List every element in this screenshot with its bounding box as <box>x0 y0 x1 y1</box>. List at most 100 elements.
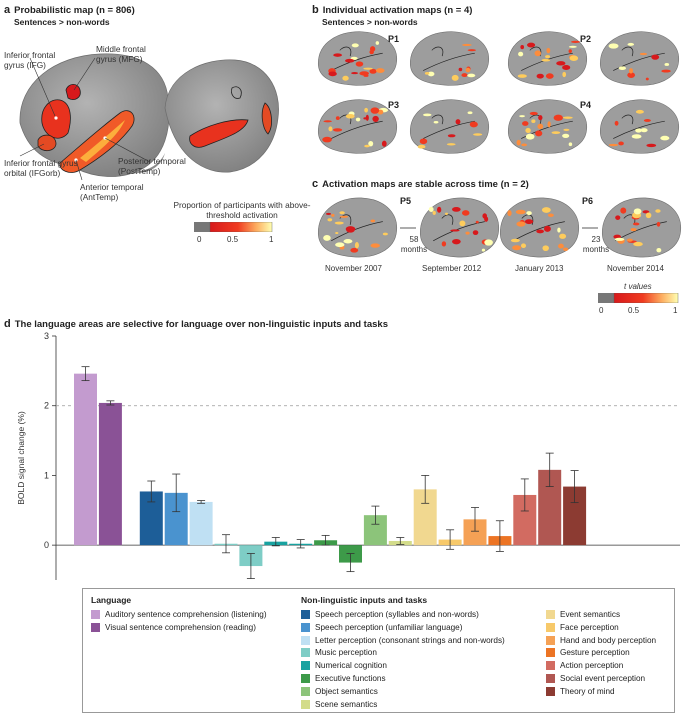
label-ifg: Inferior frontal gyrus (IFG) <box>4 50 56 70</box>
date-3: January 2013 <box>515 264 564 273</box>
label-p3: P3 <box>388 100 400 110</box>
bar <box>538 469 562 546</box>
label-mfg: Middle frontal gyrus (MFG) <box>96 44 146 64</box>
brain-p4-right <box>599 99 679 154</box>
panel-d-title-text: The language areas are selective for lan… <box>14 319 388 330</box>
label-p4: P4 <box>580 100 592 110</box>
colorbar-a <box>194 222 273 232</box>
brain-p5-2012 <box>419 197 499 258</box>
legend-swatch <box>301 699 310 709</box>
panel-b-letter: b <box>312 4 319 16</box>
legend-item-nonlinguistic: Speech perception (syllables and non-wor… <box>301 609 479 620</box>
legend-swatch <box>546 635 555 645</box>
panel-c-title-text: Activation maps are stable across time (… <box>322 179 529 190</box>
bar <box>413 489 437 546</box>
colorbar-a-tick-1: 0.5 <box>227 235 239 244</box>
label-posttemp: Posterior temporal (PostTemp) <box>118 156 186 176</box>
panel-b-subtitle: Sentences > non-words <box>322 17 418 27</box>
legend-label: Music perception <box>315 648 377 658</box>
colorbar-c-tick-1: 0.5 <box>628 306 640 315</box>
label-anttemp: Anterior temporal (AntTemp) <box>80 182 144 202</box>
bar <box>513 494 537 546</box>
activation-mfg <box>65 83 81 100</box>
legend-item-nonlinguistic: Gesture perception <box>546 647 630 658</box>
legend-swatch <box>546 648 555 658</box>
colorbar-c <box>598 293 679 303</box>
bar <box>363 515 387 546</box>
label-p5-gap: 58 months <box>400 235 428 254</box>
brain-p3-right <box>409 99 489 154</box>
activation-ifgorb <box>37 134 57 152</box>
bar <box>139 491 163 546</box>
activation-temporal <box>59 110 135 173</box>
panel-a-subtitle: Sentences > non-words <box>14 17 110 27</box>
legend-swatch <box>546 686 555 696</box>
legend-item-nonlinguistic: Theory of mind <box>546 686 615 697</box>
legend-group-language: Language <box>91 595 132 605</box>
legend-swatch <box>301 622 310 632</box>
legend-label: Numerical cognition <box>315 661 387 671</box>
panel-a-title-text: Probabilistic map (n = 806) <box>14 5 135 16</box>
legend-label: Event semantics <box>560 610 621 619</box>
legend-label: Object semantics <box>315 686 378 696</box>
brain-p4-left <box>507 99 587 154</box>
legend-item-nonlinguistic: Event semantics <box>546 609 620 620</box>
panel-d-letter: d <box>4 318 11 330</box>
y-tick-label: 2 <box>44 401 49 411</box>
legend-label: Speech perception (syllables and non-wor… <box>315 610 479 619</box>
legend-swatch <box>546 674 555 683</box>
legend-swatch <box>546 661 555 671</box>
panel-b-brains <box>317 31 679 154</box>
label-p5: P5 <box>400 196 412 206</box>
activation-right-frontal <box>261 102 272 135</box>
legend-item-nonlinguistic: Letter perception (consonant strings and… <box>301 635 505 646</box>
bar <box>164 492 188 546</box>
date-2: September 2012 <box>422 264 482 273</box>
legend-label: Theory of mind <box>560 686 615 696</box>
legend-swatch <box>301 648 310 658</box>
legend-label: Letter perception (consonant strings and… <box>315 635 505 645</box>
legend-swatch <box>546 610 555 619</box>
bar <box>74 373 97 546</box>
y-axis-label: BOLD signal change (%) <box>16 411 26 505</box>
legend-label: Hand and body perception <box>560 635 657 645</box>
legend-swatch <box>301 635 310 645</box>
colorbar-a-title: Proportion of participants with above-th… <box>173 200 311 220</box>
panel-c-brains <box>317 197 681 258</box>
legend-swatch <box>301 661 310 671</box>
marker-ifg <box>54 116 58 120</box>
legend-item-nonlinguistic: Hand and body perception <box>546 635 656 646</box>
label-ifgorb: Inferior frontal gyrus orbital (IFGorb) <box>4 158 78 178</box>
label-p6: P6 <box>582 196 594 206</box>
legend-item-language: Auditory sentence comprehension (listeni… <box>91 609 267 620</box>
brain-p3-left <box>317 99 397 154</box>
colorbar-a-tick-0: 0 <box>197 235 202 244</box>
legend-label: Gesture perception <box>560 648 630 658</box>
brain-p2-right <box>599 31 679 86</box>
activation-right-superior <box>231 86 242 99</box>
legend-item-nonlinguistic: Face perception <box>546 622 619 633</box>
bar <box>189 501 213 546</box>
legend-item-language: Visual sentence comprehension (reading) <box>91 622 256 633</box>
y-tick-label: 1 <box>44 470 49 480</box>
legend-label: Action perception <box>560 661 624 671</box>
legend-label: Visual sentence comprehension (reading) <box>105 623 256 632</box>
legend-swatch <box>91 610 100 619</box>
panel-b-title-text: Individual activation maps (n = 4) <box>322 5 473 16</box>
brain-p6-2013 <box>499 197 579 258</box>
legend-label: Face perception <box>560 622 619 632</box>
label-p1: P1 <box>388 34 400 44</box>
date-4: November 2014 <box>607 264 664 273</box>
legend-label: Scene semantics <box>315 699 378 709</box>
label-p6-gap: 23 months <box>582 235 610 254</box>
legend-swatch <box>546 622 555 632</box>
legend-label: Social event perception <box>560 674 646 683</box>
y-tick-label: 0 <box>44 540 49 550</box>
colorbar-c-tick-2: 1 <box>673 306 678 315</box>
legend-group-nonlinguistic: Non-linguistic inputs and tasks <box>301 595 428 605</box>
